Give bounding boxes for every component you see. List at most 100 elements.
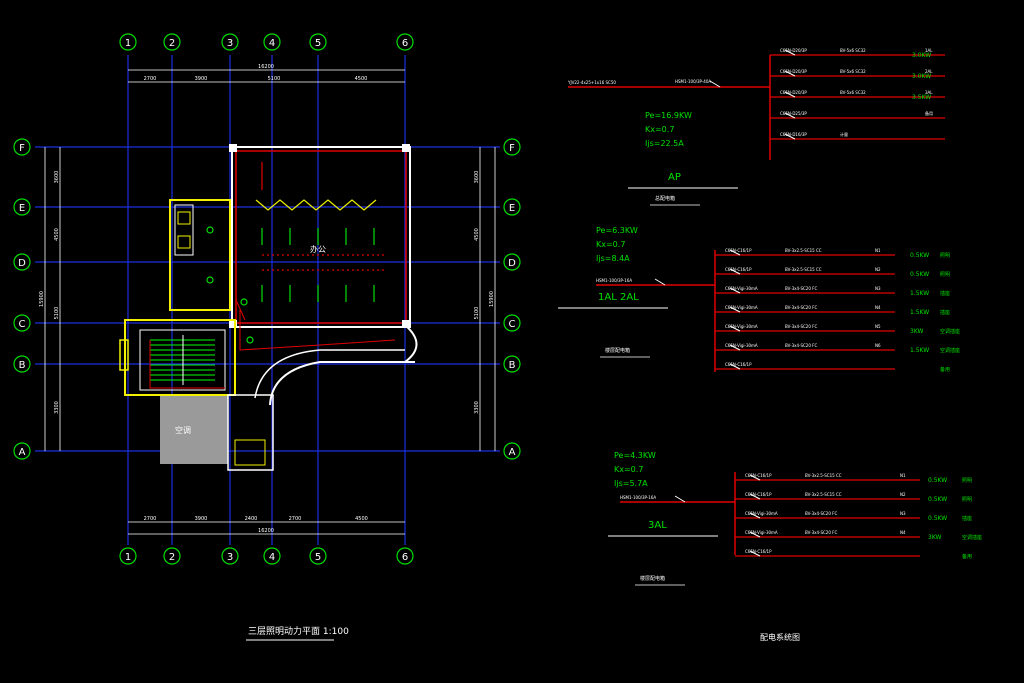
circuit-load: 1.5KW (910, 347, 929, 354)
panel-kx: Kx=0.7 (645, 125, 674, 134)
circuit-desc: 空调插座 (940, 328, 960, 335)
circuit-desc: 照明 (962, 478, 972, 484)
panel-2: HSM1-100/3P-16APe=4.3KWKx=0.7Ijs=5.7A3AL… (608, 451, 982, 586)
dim-right: 3600 (474, 171, 480, 184)
circuit-load: 0.5KW (910, 271, 929, 278)
circuit-load: 3.0KW (912, 73, 931, 80)
circuit-cable: BV-3x4-SC20 FC (805, 511, 837, 516)
circuit-device: C65N-D20/3P (780, 69, 807, 74)
axis-bubble (396, 33, 414, 51)
lighting-layout (206, 162, 385, 344)
incoming-breaker-label: HSM1-100/3P-40A (675, 79, 711, 84)
circuit-id: N1 (900, 473, 906, 478)
main-room-label: 办公 (310, 244, 326, 254)
circuit-breaker-symbol (749, 512, 761, 519)
circuit-breaker-symbol (729, 306, 741, 313)
circuit-desc: 空调插座 (940, 347, 960, 354)
axis-bubble (503, 442, 521, 460)
axis-label: 3 (227, 38, 233, 49)
circuit-breaker-symbol (784, 133, 796, 140)
panel-ijs: Ijs=22.5A (645, 139, 684, 148)
axis-bubble (119, 33, 137, 51)
circuit-device: C65N-Vigi-30mA (745, 511, 778, 516)
panel-pe: Pe=16.9KW (645, 111, 692, 120)
dim-left: 4500 (54, 228, 60, 241)
circuit-load: 3.5KW (912, 94, 931, 101)
circuit-breaker-symbol (749, 474, 761, 481)
circuit-breaker-symbol (729, 249, 741, 256)
circuit-cable: BV-3x4-SC20 FC (785, 343, 817, 348)
circuit-breaker-symbol (729, 268, 741, 275)
circuit-load: 0.5KW (928, 477, 947, 484)
panel-name: 1AL 2AL (598, 292, 639, 303)
circuit-cable: BV-5x6 SC32 (840, 90, 866, 95)
dim-bottom: 2700 (289, 516, 302, 522)
circuit-id: 备用 (925, 110, 933, 116)
circuit-cable: BV-3x4-SC20 FC (785, 286, 817, 291)
axis-label: D (18, 258, 26, 269)
panel-note: 总配电箱 (655, 195, 675, 202)
dim-left: 3300 (54, 401, 60, 414)
dim-left: 5100 (54, 307, 60, 320)
circuit-id: N3 (900, 511, 906, 516)
circuit-wiring (149, 230, 396, 389)
circuit-desc: 插座 (940, 309, 950, 316)
circuit-id: N1 (875, 248, 881, 253)
circuit-device: C65N-D20/3P (780, 48, 807, 53)
axis-bubble (119, 547, 137, 565)
panel-note: 楼层配电箱 (605, 347, 630, 354)
circuit-load: 3KW (910, 328, 924, 335)
axis-bubble (13, 253, 31, 271)
incoming-breaker-symbol (654, 278, 666, 286)
circuit-id: 3AL (925, 90, 933, 95)
circuit-breaker-symbol (729, 325, 741, 332)
circuit-desc: 备用 (962, 553, 972, 560)
axis-label: 2 (169, 38, 175, 49)
circuit-desc: 空调插座 (962, 534, 982, 541)
circuit-device: C65N-C16/1P (745, 492, 772, 497)
axis-label: E (19, 203, 25, 214)
axis-bubble (396, 547, 414, 565)
axis-label: F (19, 143, 25, 154)
circuit-device: C65N-Vigi-30mA (725, 343, 758, 348)
axis-label: 1 (125, 38, 131, 49)
axis-bubble (13, 138, 31, 156)
axis-label: 3 (227, 552, 233, 563)
incoming-breaker-symbol (709, 80, 721, 88)
circuit-device: C65N-D20/3P (780, 90, 807, 95)
axis-bubble (13, 198, 31, 216)
axis-bubble (163, 547, 181, 565)
axis-label: B (19, 360, 26, 371)
circuit-device: C65N-C16/1P (745, 473, 772, 478)
circuit-load: 3.0KW (912, 52, 931, 59)
circuit-cable: BV-5x6 SC32 (840, 48, 866, 53)
axis-bubble (163, 33, 181, 51)
circuit-device: C65N-D16/3P (780, 132, 807, 137)
axis-bubble (503, 198, 521, 216)
circuit-desc: 备用 (940, 366, 950, 373)
incoming-label: HSM1-100/3P-16A (620, 495, 656, 500)
axis-label: 1 (125, 552, 131, 563)
axis-label: 6 (402, 38, 408, 49)
axis-label: A (19, 447, 26, 458)
axis-label: 5 (315, 38, 321, 49)
dim-top: 5100 (268, 76, 281, 82)
axis-bubble (13, 314, 31, 332)
circuit-cable: BV-3x4-SC20 FC (785, 324, 817, 329)
circuit-device: C65N-C16/1P (745, 549, 772, 554)
axis-label: C (509, 319, 516, 330)
circuit-id: N3 (875, 286, 881, 291)
circuit-cable: BV-3x2.5-SC15 CC (785, 248, 822, 253)
circuit-cable: BV-3x4-SC20 FC (785, 305, 817, 310)
axis-bubble (263, 33, 281, 51)
hatched-room-label: 空调 (175, 425, 191, 435)
circuit-cable: BV-3x2.5-SC15 CC (805, 473, 842, 478)
dim-top: 4500 (355, 76, 368, 82)
panel-note: 楼层配电箱 (640, 575, 665, 582)
circuit-load: 1.5KW (910, 290, 929, 297)
axis-bubble (309, 547, 327, 565)
plan-title: 三层照明动力平面 1:100 (248, 625, 349, 637)
